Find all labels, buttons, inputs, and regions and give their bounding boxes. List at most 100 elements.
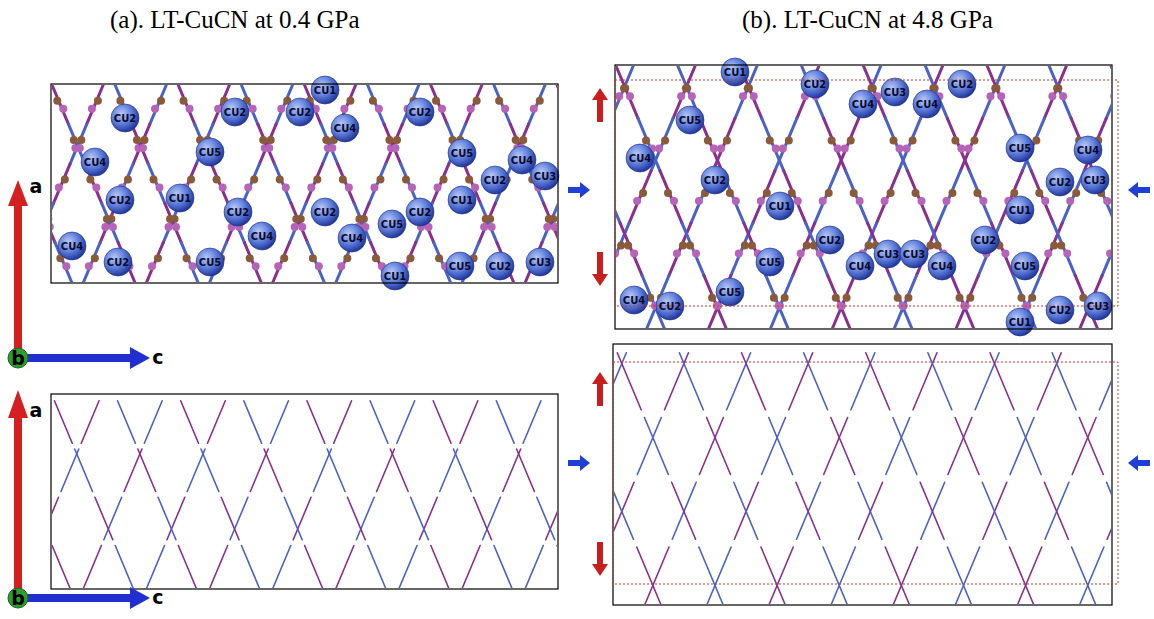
n-atom [438,105,446,113]
cn-chain [1017,418,1041,475]
cn-chain [158,497,176,539]
c-atom [276,176,284,184]
n-atom [735,249,743,257]
atom-label: CU2 [974,235,996,246]
n-atom [896,145,904,153]
cu-atom [846,252,874,280]
n-atom [151,105,159,113]
atom-label: CU5 [719,287,741,298]
cn-chain [1049,66,1071,118]
cn-chain [167,497,185,539]
cn-chain [775,118,797,170]
cn-chain [858,482,882,539]
cn-chain [334,401,352,443]
n-atom [59,105,67,113]
axis-label: b [11,587,25,609]
cn-chain [432,164,449,203]
cn-chain [230,497,248,539]
cn-chain [1107,482,1111,539]
atom-label: CU1 [769,201,791,212]
cu-atom [448,139,476,167]
cn-chain [762,418,786,475]
reference-frame [615,80,1118,306]
cu-atom [849,90,877,118]
n-atom [1041,197,1049,205]
atom-label: CU5 [1009,143,1031,154]
n-atom [109,223,117,231]
atom-label: CU1 [1009,205,1031,216]
cn-chain [54,401,72,443]
n-atom [543,223,551,231]
cu-atom [338,224,366,252]
c-atom [741,241,749,249]
c-atom [948,189,956,197]
cu-atom [58,232,86,260]
cu-atom [526,248,554,276]
cn-chain [241,546,259,588]
c-atom [339,176,347,184]
c-atom [133,136,141,144]
atom-label: CU5 [449,261,471,272]
c-atom [887,189,895,197]
chain-lines [52,401,557,588]
c-atom [1028,294,1036,302]
cn-chain [846,171,868,223]
cu-atom [1006,134,1034,162]
n-atom [655,145,663,153]
c-atom [154,254,162,262]
cn-chain [672,482,696,539]
c-atom [393,136,401,144]
n-atom [1066,197,1074,205]
cu-atom [756,248,784,276]
cn-chain [1045,482,1069,539]
cn-chain [707,418,731,475]
cn-chain [274,164,291,203]
c-atom [620,84,628,92]
cn-chain [886,418,910,475]
n-atom [62,262,70,270]
cn-chain [81,401,99,443]
n-atom [172,223,180,231]
cn-chain [307,401,325,443]
cn-chain [453,449,471,491]
atom-label: CU5 [759,257,781,268]
atom-label: CU2 [109,195,131,206]
c-atom [213,176,221,184]
atom-label: CU2 [107,257,129,268]
c-atom [482,215,490,223]
cn-chain [617,353,641,410]
c-atom [94,97,102,105]
cn-chain [1010,418,1034,475]
cn-chain [831,418,855,475]
axis-label: a [30,175,43,197]
cn-chain [244,401,262,443]
cn-chain [544,203,557,242]
c-atom [726,189,734,197]
cell-frame [613,344,1112,605]
cu-atom [1046,168,1074,196]
c-atom [52,215,53,223]
c-atom [519,136,527,144]
cn-chain [707,547,731,604]
cn-chain [890,276,912,328]
c-atom [402,176,410,184]
cn-chain [181,401,199,443]
cn-chain [734,482,758,539]
n-atom [244,184,252,192]
cn-chain [700,118,722,170]
c-atom [832,294,840,302]
atom-label: CU5 [199,147,221,158]
cn-chain [207,401,225,443]
n-atom [1001,249,1009,257]
cu-atom [716,278,744,306]
atom-label: CU2 [289,107,311,118]
c-atom [664,189,672,197]
cn-chain [796,482,820,539]
cu-atom [381,262,409,290]
cn-chain [982,66,1004,118]
n-atom [186,105,194,113]
cn-chain [1052,353,1076,410]
c-atom [259,136,267,144]
cu-atom [446,252,474,280]
c-atom [708,294,716,302]
